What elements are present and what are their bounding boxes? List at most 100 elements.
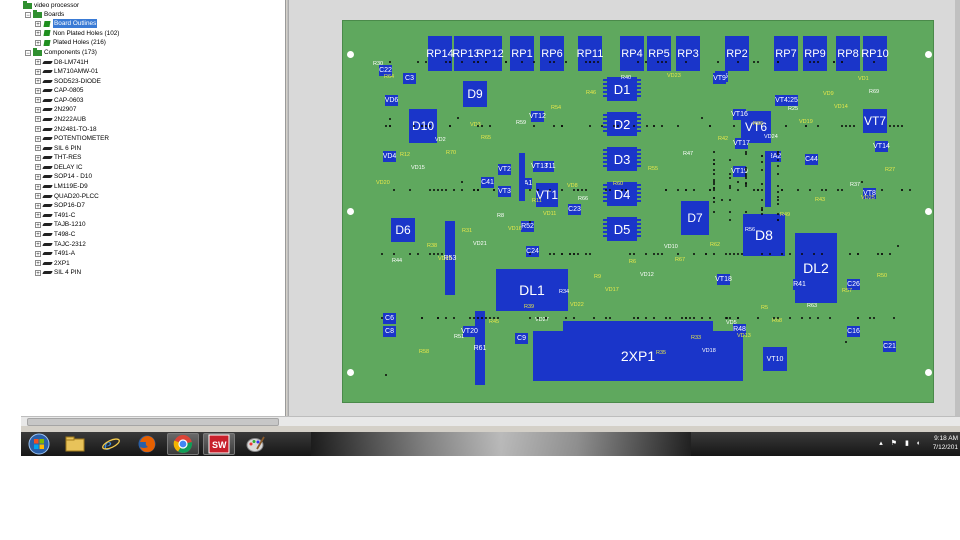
resistor-pack-rp3[interactable]: RP3: [676, 36, 700, 71]
resistor-pack-rp2[interactable]: RP2: [725, 36, 749, 71]
expand-toggle-icon[interactable]: +: [35, 87, 41, 95]
component-r61[interactable]: R61: [474, 311, 486, 385]
expand-toggle-icon[interactable]: +: [35, 241, 41, 249]
small-part-vd6[interactable]: VD6: [384, 95, 399, 106]
tree-item-component[interactable]: +LM710AMW-01: [35, 67, 98, 76]
expand-toggle-icon[interactable]: +: [35, 39, 41, 47]
resistor-array-ra1[interactable]: [519, 153, 525, 201]
tree-item-components[interactable]: −Components (173): [25, 47, 97, 57]
tree-item-component[interactable]: +TAJC-2312: [35, 240, 86, 249]
resistor-pack-rp9[interactable]: RP9: [803, 36, 827, 71]
resistor-pack-rp4[interactable]: RP4: [620, 36, 644, 71]
component-dl1[interactable]: DL1: [496, 269, 568, 311]
small-part-c41[interactable]: C41: [481, 177, 494, 188]
expand-toggle-icon[interactable]: +: [35, 59, 41, 66]
expand-toggle-icon[interactable]: +: [35, 20, 41, 28]
tree-item-component[interactable]: +2XP1: [35, 259, 70, 268]
scrollbar-thumb[interactable]: [27, 418, 279, 426]
tree-item-component[interactable]: +LM119E-D9: [35, 182, 88, 191]
tree-item-component[interactable]: +2N222AUB: [35, 115, 86, 124]
taskbar-clock[interactable]: 9:18 AM 7/12/201: [933, 434, 958, 452]
component-vt6[interactable]: VT6: [741, 111, 771, 143]
small-part-vt3[interactable]: VT3: [498, 186, 511, 197]
component-d9[interactable]: D9: [463, 81, 487, 107]
small-part-c26[interactable]: C26: [847, 279, 860, 290]
tree-item-component[interactable]: +POTENTIOMETER: [35, 134, 109, 143]
resistor-pack-rp6[interactable]: RP6: [540, 36, 564, 71]
expand-toggle-icon[interactable]: +: [35, 116, 41, 124]
expand-toggle-icon[interactable]: +: [35, 97, 41, 105]
firefox-icon[interactable]: [131, 433, 163, 455]
explorer-folder-icon[interactable]: [59, 433, 91, 455]
small-part-r41[interactable]: R41: [793, 279, 806, 290]
chrome-icon[interactable]: [167, 433, 199, 455]
expand-toggle-icon[interactable]: +: [35, 221, 41, 229]
resistor-pack-rp14[interactable]: RP14: [426, 36, 454, 71]
tree-item-board-0[interactable]: +Board Outlines: [35, 19, 98, 28]
expand-toggle-icon[interactable]: +: [35, 126, 41, 134]
expand-toggle-icon[interactable]: +: [35, 202, 41, 210]
tree-item-board-1[interactable]: +Non Plated Holes (102): [35, 29, 119, 38]
expand-toggle-icon[interactable]: +: [35, 164, 41, 172]
ic-d5[interactable]: D5: [603, 217, 641, 241]
tree-item-component[interactable]: +2N2481-TO-18: [35, 125, 97, 134]
tree-item-component[interactable]: +SIL 6 PIN: [35, 144, 81, 153]
tree-item-component[interactable]: +TAJB-1210: [35, 220, 86, 229]
small-part-vt19[interactable]: VT19: [731, 166, 748, 177]
small-part-r52[interactable]: R52: [521, 221, 534, 232]
tree-item-component[interactable]: +QUAD20-PLCC: [35, 192, 99, 201]
small-part-c23[interactable]: C23: [568, 204, 581, 215]
tree-item-component[interactable]: +CAP-0805: [35, 86, 84, 95]
small-part-vt8[interactable]: VT8: [863, 188, 876, 199]
expand-toggle-icon[interactable]: +: [35, 135, 41, 143]
small-part-vt9[interactable]: VT9: [713, 73, 726, 84]
tree-item-component[interactable]: +T491-C: [35, 211, 75, 220]
resistor-pack-rp12[interactable]: RP12: [476, 36, 504, 71]
small-part-c44[interactable]: C44: [805, 154, 818, 165]
component-r53[interactable]: R53: [444, 221, 456, 295]
ic-d3[interactable]: D3: [603, 147, 641, 171]
tree-item-component[interactable]: +2N2907: [35, 105, 76, 114]
component-vt1[interactable]: VT1: [536, 183, 558, 207]
horizontal-scrollbar[interactable]: [21, 416, 960, 426]
small-part-r48[interactable]: R48: [733, 324, 746, 335]
resistor-pack-rp1[interactable]: RP1: [510, 36, 534, 71]
small-part-vd4[interactable]: VD4: [382, 151, 397, 162]
expand-toggle-icon[interactable]: +: [35, 173, 41, 181]
small-part-vt11[interactable]: VT11: [539, 161, 556, 172]
expand-toggle-icon[interactable]: +: [35, 68, 41, 76]
tree-item-component[interactable]: +SOD523-DIODE: [35, 77, 101, 86]
small-part-c9[interactable]: C9: [515, 333, 528, 344]
expand-toggle-icon[interactable]: +: [35, 78, 41, 86]
tree-item-board-2[interactable]: +Plated Holes (216): [35, 38, 106, 47]
small-part-c8[interactable]: C8: [383, 326, 396, 337]
small-part-c22[interactable]: C22: [379, 65, 392, 76]
tree-item-component[interactable]: +DELAY IC: [35, 163, 83, 172]
small-part-vt18[interactable]: VT18: [715, 274, 732, 285]
small-part-vt14[interactable]: VT14: [873, 141, 890, 152]
component-vt10[interactable]: VT10: [763, 347, 787, 371]
component-d8[interactable]: D8: [743, 214, 785, 256]
expand-toggle-icon[interactable]: −: [25, 49, 31, 57]
resistor-pack-rp8[interactable]: RP8: [836, 36, 860, 71]
expand-toggle-icon[interactable]: +: [35, 154, 41, 162]
tree-item-component[interactable]: +T498-C: [35, 230, 75, 239]
component-vt7[interactable]: VT7: [863, 109, 887, 133]
expand-toggle-icon[interactable]: +: [35, 260, 41, 268]
small-part-vt16[interactable]: VT16: [731, 109, 748, 120]
expand-toggle-icon[interactable]: +: [35, 193, 41, 201]
component-dl2[interactable]: DL2: [795, 233, 837, 303]
expand-toggle-icon[interactable]: +: [35, 231, 41, 239]
expand-toggle-icon[interactable]: −: [25, 11, 31, 19]
small-part-c24[interactable]: C24: [526, 246, 539, 257]
small-part-vt20[interactable]: VT20: [461, 326, 478, 337]
tree-item-root[interactable]: video processor: [23, 0, 79, 10]
small-part-c16[interactable]: C16: [847, 326, 860, 337]
expand-toggle-icon[interactable]: +: [35, 250, 41, 258]
small-part-vt4[interactable]: VT4: [775, 95, 788, 106]
small-part-ra1[interactable]: RA1: [518, 178, 533, 189]
resistor-pack-rp10[interactable]: RP10: [861, 36, 889, 71]
paint-icon[interactable]: [239, 433, 271, 455]
tree-item-component[interactable]: +THT-RES: [35, 153, 81, 162]
component-xp1[interactable]: 2XP1: [533, 331, 743, 381]
